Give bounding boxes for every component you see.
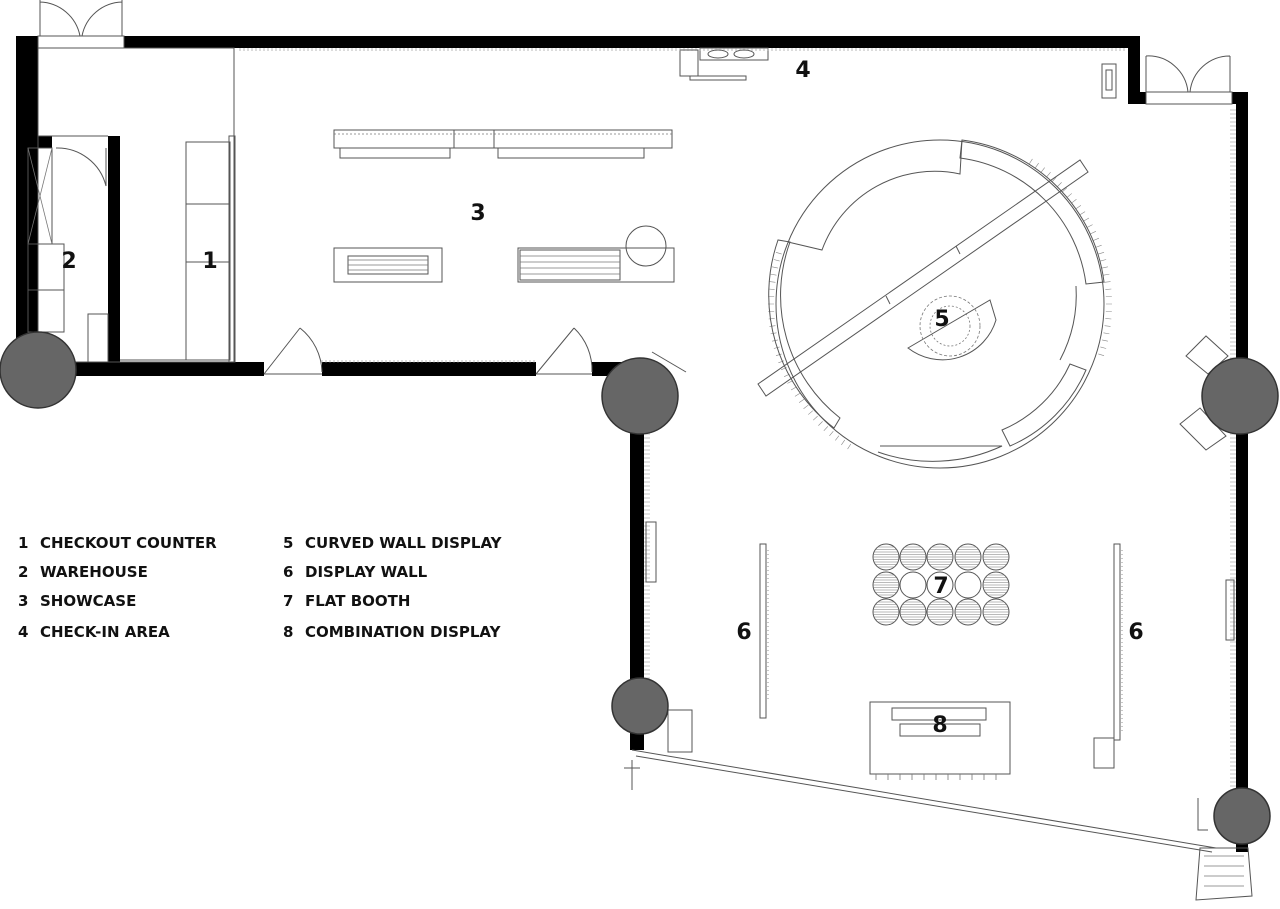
legend-label: SHOWCASE (40, 592, 137, 610)
stool (982, 598, 1010, 626)
column (0, 331, 77, 409)
legend-number: 7 (283, 592, 294, 610)
top-right-door (1145, 55, 1233, 105)
display-wall-right (1093, 543, 1123, 769)
zone-label-6-right: 6 (1128, 620, 1143, 645)
legend-item: 2 WAREHOUSE (18, 563, 148, 581)
zone-label-1: 1 (202, 249, 217, 274)
tick-marks (321, 360, 535, 363)
top-left-door (37, 0, 125, 49)
stool (899, 571, 927, 599)
flat-booth-stools (872, 543, 1010, 626)
legend-item: 3 SHOWCASE (18, 592, 136, 610)
stool (954, 598, 982, 626)
zone-label-2: 2 (61, 249, 76, 274)
check-in-desk (679, 47, 1117, 99)
stool (982, 543, 1010, 571)
stool (926, 598, 954, 626)
legend-number: 1 (18, 534, 29, 552)
stool (954, 571, 982, 599)
zone-label-8: 8 (932, 713, 947, 738)
legend-item: 6 DISPLAY WALL (283, 563, 427, 581)
legend-number: 4 (18, 623, 29, 641)
checkout-counter (120, 135, 236, 363)
column (1201, 357, 1279, 435)
zone-label-7: 7 (933, 574, 948, 599)
front-glazing (624, 749, 1253, 901)
legend-label: CHECKOUT COUNTER (40, 534, 217, 552)
legend-item: 8 COMBINATION DISPLAY (283, 623, 500, 641)
stool (926, 543, 954, 571)
legend-label: WAREHOUSE (40, 563, 148, 581)
zone-label-6-left: 6 (736, 620, 751, 645)
warehouse-room (27, 47, 235, 363)
showcase-furniture (333, 129, 675, 283)
stool (982, 571, 1010, 599)
legend-label: COMBINATION DISPLAY (305, 623, 501, 641)
legend-item: 4 CHECK-IN AREA (18, 623, 170, 641)
wall-ticks (239, 48, 1236, 819)
legend-label: DISPLAY WALL (305, 563, 428, 581)
legend-number: 3 (18, 592, 29, 610)
zone-label-3: 3 (470, 201, 485, 226)
lower-doors (263, 327, 593, 375)
tick-marks (1230, 109, 1236, 819)
curved-wall-ticks (768, 158, 1112, 450)
tick-marks (644, 429, 650, 679)
legend-number: 6 (283, 563, 294, 581)
zone-label-5: 5 (934, 307, 949, 332)
legend-label: CURVED WALL DISPLAY (305, 534, 502, 552)
column (601, 357, 679, 435)
combination-display (869, 701, 1011, 780)
legend-item: 7 FLAT BOOTH (283, 592, 410, 610)
columns (0, 331, 1279, 845)
stool (872, 598, 900, 626)
stool (954, 543, 982, 571)
display-wall-left (759, 543, 769, 719)
legend-number: 8 (283, 623, 294, 641)
zone-label-4: 4 (795, 58, 810, 83)
curved-wall-display (757, 139, 1105, 469)
stool (899, 598, 927, 626)
stool (872, 543, 900, 571)
legend-item: 1 CHECKOUT COUNTER (18, 534, 217, 552)
column (611, 677, 669, 735)
zone-labels: 1 2 3 4 5 6 6 7 8 (61, 58, 1143, 738)
legend-number: 2 (18, 563, 29, 581)
wall-fixtures (645, 335, 1235, 831)
stool (872, 571, 900, 599)
legend-number: 5 (283, 534, 294, 552)
stool (899, 543, 927, 571)
tick-marks (239, 48, 1125, 51)
legend-item: 5 CURVED WALL DISPLAY (283, 534, 502, 552)
column (1213, 787, 1271, 845)
legend-label: FLAT BOOTH (305, 592, 411, 610)
stool (926, 571, 954, 599)
legend-label: CHECK-IN AREA (40, 623, 170, 641)
outer-walls (16, 36, 1248, 852)
